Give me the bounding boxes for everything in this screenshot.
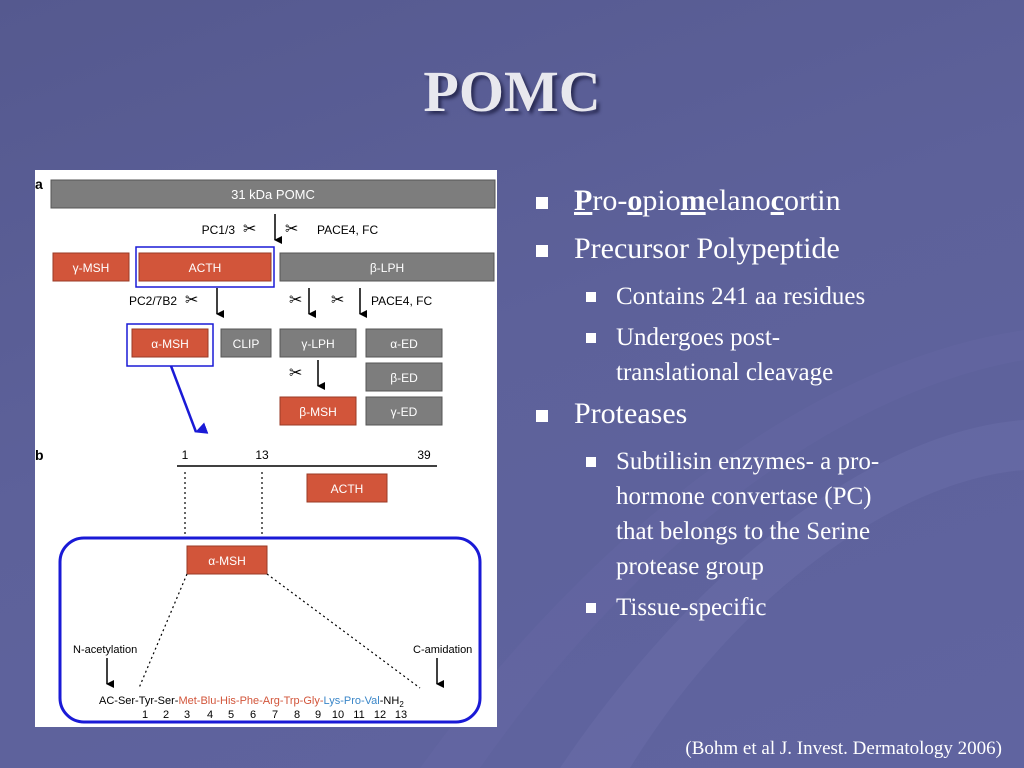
acth-box: ACTH (138, 252, 272, 282)
pointer-arrow (169, 365, 209, 434)
panel-b-label: b (35, 447, 44, 463)
clip-box: CLIP (220, 328, 272, 358)
residue-number: 13 (395, 709, 407, 721)
gamma-ed-box: γ-ED (365, 396, 443, 426)
sub-bullet-contains: Contains 241 aa residues (532, 279, 1002, 314)
acth-highlight-frame (135, 246, 275, 288)
bullet-list: Pro-opiomelanocortin Precursor Polypepti… (532, 183, 1002, 631)
residue-number: 5 (228, 709, 234, 721)
residue-number: 12 (374, 709, 386, 721)
alpha-msh-highlight-frame (126, 323, 214, 367)
scissors-icon: ✂ (331, 292, 344, 309)
scissors-icon: ✂ (289, 292, 302, 309)
bullet-pomc-expansion: Pro-opiomelanocortin (532, 183, 1002, 219)
dotted-guide (266, 573, 421, 689)
scissors-icon: ✂ (185, 292, 198, 309)
pc27b2-label: PC2/7B2 (129, 294, 177, 308)
residue-number: 6 (250, 709, 256, 721)
svg-text:β-ED: β-ED (390, 371, 418, 385)
sub-bullet-subtilisin: Subtilisin enzymes- a pro- hormone conve… (532, 444, 1002, 584)
scissors-icon: ✂ (243, 221, 256, 238)
bullet-proteases: Proteases (532, 396, 1002, 432)
residue-number: 4 (207, 709, 213, 721)
alpha-msh-sequence: AC-Ser-Tyr-Ser-Met-Blu-His-Phe-Arg-Trp-G… (99, 695, 404, 709)
alpha-ed-box: α-ED (365, 328, 443, 358)
square-bullet-icon (586, 333, 596, 343)
gamma-msh-box: γ-MSH (52, 252, 130, 282)
square-bullet-icon (586, 603, 596, 613)
beta-lph-box: β-LPH (279, 252, 495, 282)
sub-bullet-undergoes: Undergoes post- translational cleavage (532, 320, 1002, 390)
gamma-lph-box: γ-LPH (279, 328, 357, 358)
svg-text:α-ED: α-ED (390, 337, 418, 351)
scissors-icon: ✂ (289, 365, 302, 382)
residue-number: 3 (184, 709, 190, 721)
c-amidation-label: C-amidation (413, 644, 472, 656)
svg-text:CLIP: CLIP (233, 337, 260, 351)
residue-number: 7 (272, 709, 278, 721)
svg-text:ACTH: ACTH (189, 261, 222, 275)
pc13-label: PC1/3 (202, 223, 236, 237)
svg-text:γ-ED: γ-ED (391, 405, 418, 419)
slide-title: POMC (423, 59, 601, 124)
svg-text:β-MSH: β-MSH (299, 405, 337, 419)
pace4-fc-label: PACE4, FC (371, 294, 432, 308)
pomc-cleavage-figure: a 31 kDa POMC PC1/3 ✂ ✂ PACE4, FC γ-MSH … (35, 170, 497, 727)
alpha-msh-detail-frame (58, 536, 482, 724)
pace4-fc-label: PACE4, FC (317, 223, 378, 237)
svg-text:31 kDa POMC: 31 kDa POMC (231, 187, 315, 202)
alpha-msh-box-b: α-MSH (186, 545, 268, 575)
residue-number: 11 (353, 709, 364, 721)
svg-text:α-MSH: α-MSH (151, 337, 189, 351)
citation: (Bohm et al J. Invest. Dermatology 2006) (685, 738, 1002, 759)
position-13: 13 (255, 448, 269, 462)
position-1: 1 (182, 448, 189, 462)
residue-number: 9 (315, 709, 321, 721)
panel-a-label: a (35, 176, 43, 192)
square-bullet-icon (536, 410, 548, 422)
pomc-bar: 31 kDa POMC (50, 179, 496, 209)
n-acetylation-label: N-acetylation (73, 644, 137, 656)
beta-msh-box: β-MSH (279, 396, 357, 426)
square-bullet-icon (536, 197, 548, 209)
square-bullet-icon (586, 292, 596, 302)
residue-number: 1 (142, 709, 148, 721)
residue-number: 10 (332, 709, 344, 721)
svg-text:γ-MSH: γ-MSH (73, 261, 110, 275)
alpha-msh-box: α-MSH (131, 328, 209, 358)
residue-number: 8 (294, 709, 300, 721)
sub-bullet-tissue: Tissue-specific (532, 590, 1002, 625)
square-bullet-icon (536, 245, 548, 257)
svg-text:β-LPH: β-LPH (370, 261, 404, 275)
position-39: 39 (417, 448, 431, 462)
square-bullet-icon (586, 457, 596, 467)
beta-ed-box: β-ED (365, 362, 443, 392)
bullet-precursor: Precursor Polypeptide (532, 231, 1002, 267)
dotted-guide (138, 573, 188, 689)
acth-box-b: ACTH (306, 473, 388, 503)
svg-text:γ-LPH: γ-LPH (301, 337, 334, 351)
residue-number: 2 (163, 709, 169, 721)
svg-text:α-MSH: α-MSH (208, 554, 246, 568)
scissors-icon: ✂ (285, 221, 298, 238)
svg-text:ACTH: ACTH (331, 482, 364, 496)
